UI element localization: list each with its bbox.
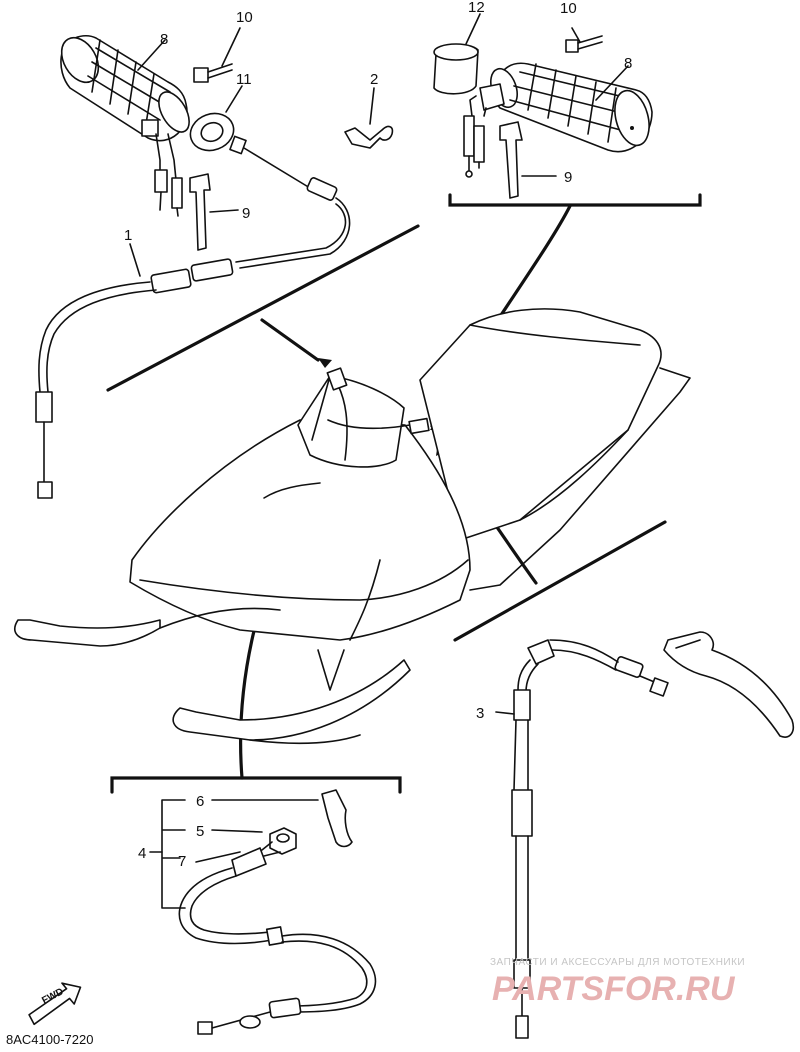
callout-8-left: 8 <box>160 31 168 48</box>
watermark-logo: PARTSFOR.RU <box>492 970 736 1008</box>
bracket-bottom-left <box>110 776 402 794</box>
right-grip-assembly <box>433 13 653 199</box>
callout-9-right: 9 <box>564 169 572 186</box>
callout-12: 12 <box>468 0 485 16</box>
bracket-top-left <box>106 224 420 392</box>
callout-7: 7 <box>178 853 186 870</box>
callout-4: 4 <box>138 845 146 862</box>
left-grip-assembly <box>35 27 394 499</box>
callout-1: 1 <box>124 227 132 244</box>
callout-11: 11 <box>236 71 252 88</box>
ring-12 <box>433 13 481 95</box>
callout-8-right: 8 <box>624 55 632 72</box>
bracket-top-right <box>448 193 702 207</box>
bracket-bottom-right <box>453 520 667 642</box>
callout-2: 2 <box>370 71 378 88</box>
callout-labels: 8 10 11 2 9 1 12 10 8 9 3 6 5 4 7 <box>124 0 632 870</box>
watermark: ЗАПЧАСТИ И АКСЕССУАРЫ ДЛЯ МОТОТЕХНИКИ PA… <box>490 957 745 1008</box>
collar-11 <box>189 85 243 152</box>
throttle-cable <box>35 135 351 499</box>
callout-10-right: 10 <box>560 0 577 17</box>
brake-lever <box>663 631 795 738</box>
cable-4 <box>178 841 377 1035</box>
section-brackets <box>106 193 702 794</box>
grip-left <box>60 34 190 217</box>
snowmobile-body <box>14 308 691 745</box>
fwd-arrow: FWD <box>28 982 82 1026</box>
diagram-part-code: 8AC4100-7220 <box>6 1032 93 1047</box>
strap-right <box>499 121 557 199</box>
nut-5 <box>269 827 297 855</box>
strap-left <box>189 173 239 251</box>
brake-cable-assembly <box>495 631 795 1039</box>
lever-6 <box>321 789 353 848</box>
screw-left <box>193 27 241 83</box>
callout-3: 3 <box>476 705 484 722</box>
callout-6: 6 <box>196 793 204 810</box>
callout-5: 5 <box>196 823 204 840</box>
watermark-tagline: ЗАПЧАСТИ И АКСЕССУАРЫ ДЛЯ МОТОТЕХНИКИ <box>490 957 745 968</box>
screw-right <box>565 27 603 53</box>
cable-3 <box>495 639 669 1039</box>
choke-cable-assembly <box>149 789 377 1035</box>
clip-2 <box>344 87 394 149</box>
callout-10-left: 10 <box>236 9 253 26</box>
callout-9-left: 9 <box>242 205 250 222</box>
grip-right <box>463 62 653 178</box>
